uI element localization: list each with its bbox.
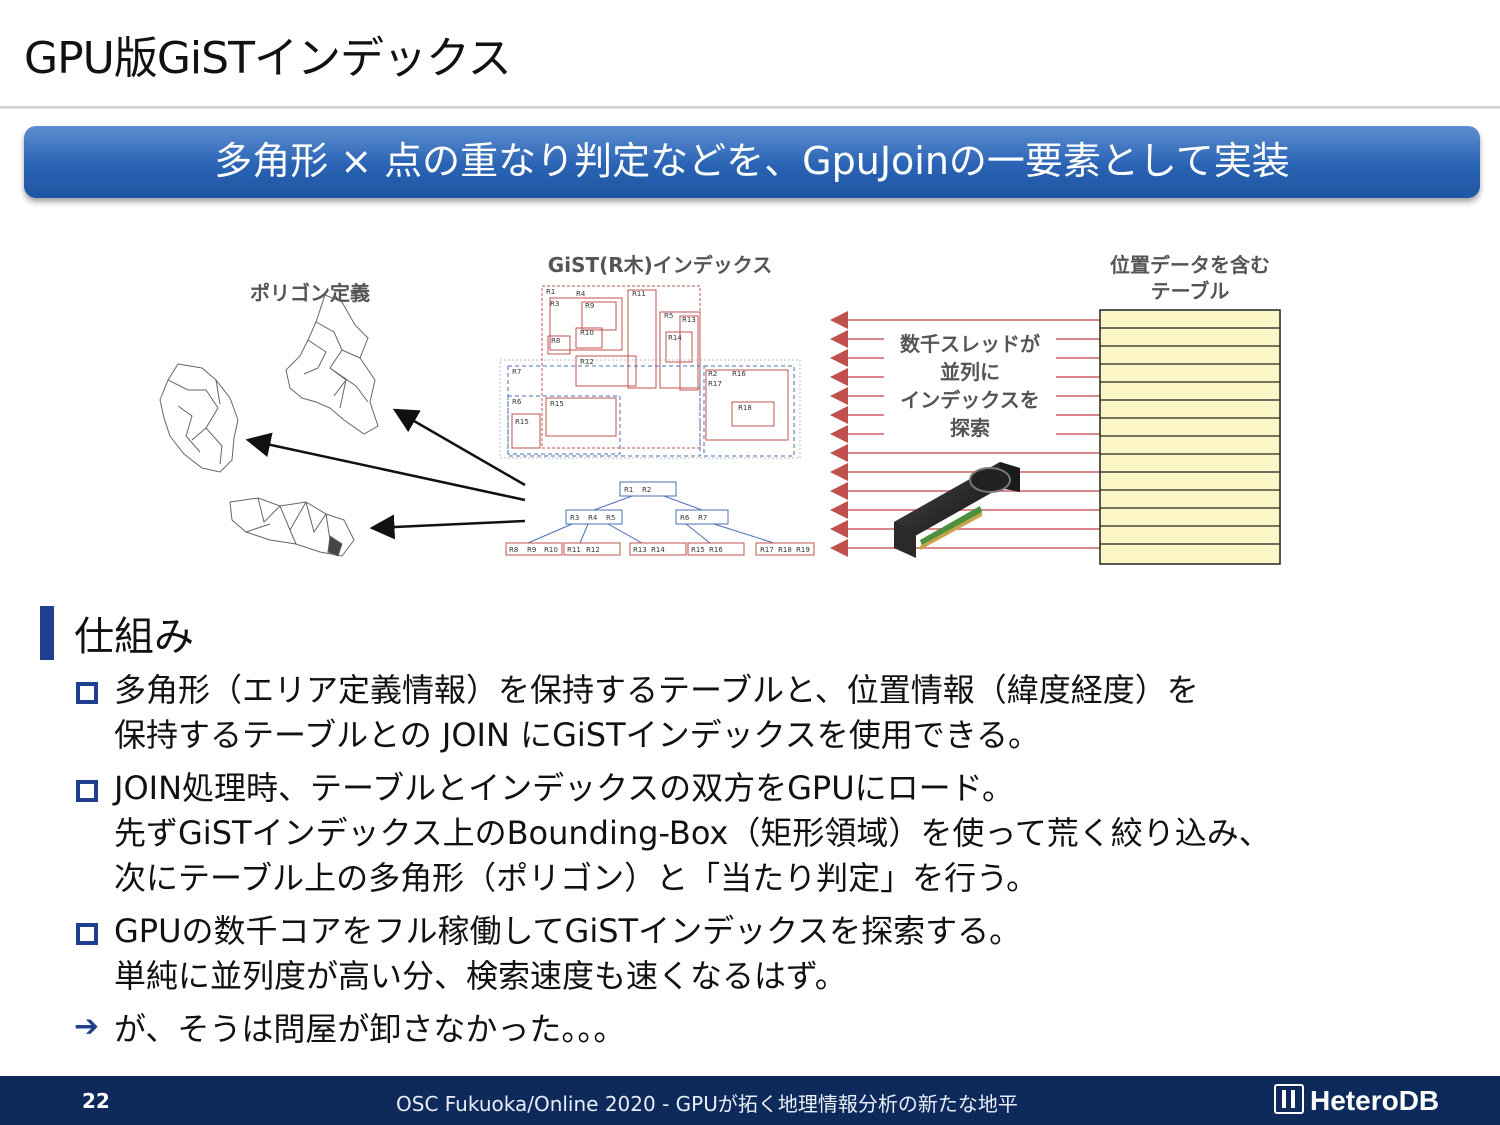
r-tree-diagram: R1 R2 R3 R4 R5 R6 R7 R8 R9 R10 R11 R12 R…: [505, 481, 815, 556]
conclusion-item: ➔ が、そうは問屋が卸さなかった。。。: [72, 1007, 1472, 1052]
bullet-item: GPUの数千コアをフル稼働してGiSTインデックスを探索する。 単純に並列度が高…: [72, 909, 1472, 999]
svg-text:R17: R17: [708, 380, 722, 388]
svg-text:数千スレッドが: 数千スレッドが: [900, 332, 1040, 356]
square-bullet-icon: [76, 923, 98, 945]
svg-text:R13: R13: [682, 316, 696, 324]
svg-text:R14: R14: [668, 334, 682, 342]
svg-text:R7: R7: [698, 514, 707, 522]
svg-text:R5: R5: [664, 312, 673, 320]
svg-text:R9: R9: [585, 302, 594, 310]
svg-text:R2: R2: [642, 486, 651, 494]
page-number: 22: [82, 1089, 110, 1113]
polygon-label: ポリゴン定義: [250, 281, 370, 305]
svg-text:R6: R6: [680, 514, 690, 522]
summary-banner: 多角形 × 点の重なり判定などを、GpuJoinの一要素として実装: [24, 126, 1480, 198]
svg-text:R15: R15: [550, 400, 564, 408]
bounding-box-labels: R1 R4 R11 R3 R9 R5 R13 R10 R14 R8 R12 R7…: [512, 288, 752, 426]
bullet-line: GPUの数千コアをフル稼働してGiSTインデックスを探索する。: [114, 912, 1022, 950]
svg-text:R4: R4: [588, 514, 598, 522]
svg-text:R16: R16: [709, 546, 723, 554]
index-label: GiST(R木)インデックス: [548, 253, 772, 277]
svg-text:R19: R19: [796, 546, 810, 554]
slide-title: GPU版GiSTインデックス: [24, 33, 512, 84]
square-bullet-icon: [76, 682, 98, 704]
polygon-lookup-arrows: [245, 408, 526, 540]
bullet-line: JOIN処理時、テーブルとインデックスの双方をGPUにロード。: [114, 769, 1014, 807]
svg-text:R11: R11: [567, 546, 581, 554]
bounding-box-diagram: [499, 285, 801, 459]
svg-text:インデックスを: インデックスを: [900, 388, 1039, 412]
svg-text:R3: R3: [570, 514, 579, 522]
brand-logo: HeteroDB: [1274, 1084, 1439, 1117]
svg-text:R9: R9: [527, 546, 536, 554]
svg-text:並列に: 並列に: [940, 360, 1000, 384]
table-label: 位置データを含む テーブル: [1110, 253, 1270, 303]
bullet-list: 多角形（エリア定義情報）を保持するテーブルと、位置情報（緯度経度）を 保持するテ…: [72, 668, 1472, 1060]
svg-text:R12: R12: [586, 546, 600, 554]
svg-text:R10: R10: [580, 329, 594, 337]
square-bullet-icon: [76, 780, 98, 802]
svg-text:テーブル: テーブル: [1151, 279, 1230, 303]
bullet-line: 多角形（エリア定義情報）を保持するテーブルと、位置情報（緯度経度）を: [114, 671, 1199, 709]
polygon-map-south: [229, 497, 355, 557]
bullet-line: 次にテーブル上の多角形（ポリゴン）と「当たり判定」を行う。: [114, 859, 1039, 897]
bullet-line: 保持するテーブルとの JOIN にGiSTインデックスを使用できる。: [114, 716, 1041, 754]
section-marker: [40, 606, 54, 660]
svg-text:R18: R18: [778, 546, 792, 554]
conclusion-line: が、そうは問屋が卸さなかった。。。: [114, 1010, 626, 1048]
svg-text:R5: R5: [606, 514, 615, 522]
heterodb-logo-icon: [1274, 1084, 1304, 1114]
svg-text:R2: R2: [708, 370, 717, 378]
bullet-line: 単純に並列度が高い分、検索速度も速くなるはず。: [114, 957, 847, 995]
svg-text:R16: R16: [732, 370, 746, 378]
svg-text:R8: R8: [551, 337, 560, 345]
svg-text:R10: R10: [544, 546, 558, 554]
svg-text:R18: R18: [738, 404, 752, 412]
location-data-table: [1099, 309, 1281, 565]
bullet-line: 先ずGiSTインデックス上のBounding-Box（矩形領域）を使って荒く絞り…: [114, 814, 1271, 852]
title-divider: [0, 106, 1500, 109]
svg-text:R6: R6: [512, 398, 522, 406]
svg-text:R12: R12: [580, 358, 594, 366]
thread-label: 数千スレッドが 並列に インデックスを 探索: [884, 330, 1056, 442]
gpu-card-icon: [894, 462, 1020, 558]
svg-text:位置データを含む: 位置データを含む: [1110, 253, 1270, 277]
svg-text:探索: 探索: [950, 416, 990, 440]
svg-text:R13: R13: [633, 546, 647, 554]
svg-text:R15: R15: [515, 418, 529, 426]
svg-text:R17: R17: [760, 546, 774, 554]
svg-text:R4: R4: [576, 290, 586, 298]
svg-text:R7: R7: [512, 368, 521, 376]
svg-text:R8: R8: [509, 546, 518, 554]
svg-text:R14: R14: [651, 546, 665, 554]
section-title: 仕組み: [74, 614, 194, 660]
svg-text:R15: R15: [691, 546, 705, 554]
svg-text:R1: R1: [546, 288, 555, 296]
footer-bar: 22 OSC Fukuoka/Online 2020 - GPUが拓く地理情報分…: [0, 1076, 1500, 1125]
brand-name: HeteroDB: [1310, 1085, 1440, 1116]
svg-text:R1: R1: [624, 486, 633, 494]
bullet-item: 多角形（エリア定義情報）を保持するテーブルと、位置情報（緯度経度）を 保持するテ…: [72, 668, 1472, 758]
svg-text:R11: R11: [632, 290, 646, 298]
svg-text:R3: R3: [550, 300, 559, 308]
footer-caption: OSC Fukuoka/Online 2020 - GPUが拓く地理情報分析の新…: [396, 1092, 1018, 1116]
bullet-item: JOIN処理時、テーブルとインデックスの双方をGPUにロード。 先ずGiSTイン…: [72, 766, 1472, 901]
polygon-map-west: [159, 363, 239, 473]
polygon-map-north: [285, 294, 379, 435]
gist-index-diagram: ポリゴン定義 GiST(R木)インデックス: [159, 253, 1281, 565]
arrow-right-icon: ➔: [74, 1009, 100, 1044]
